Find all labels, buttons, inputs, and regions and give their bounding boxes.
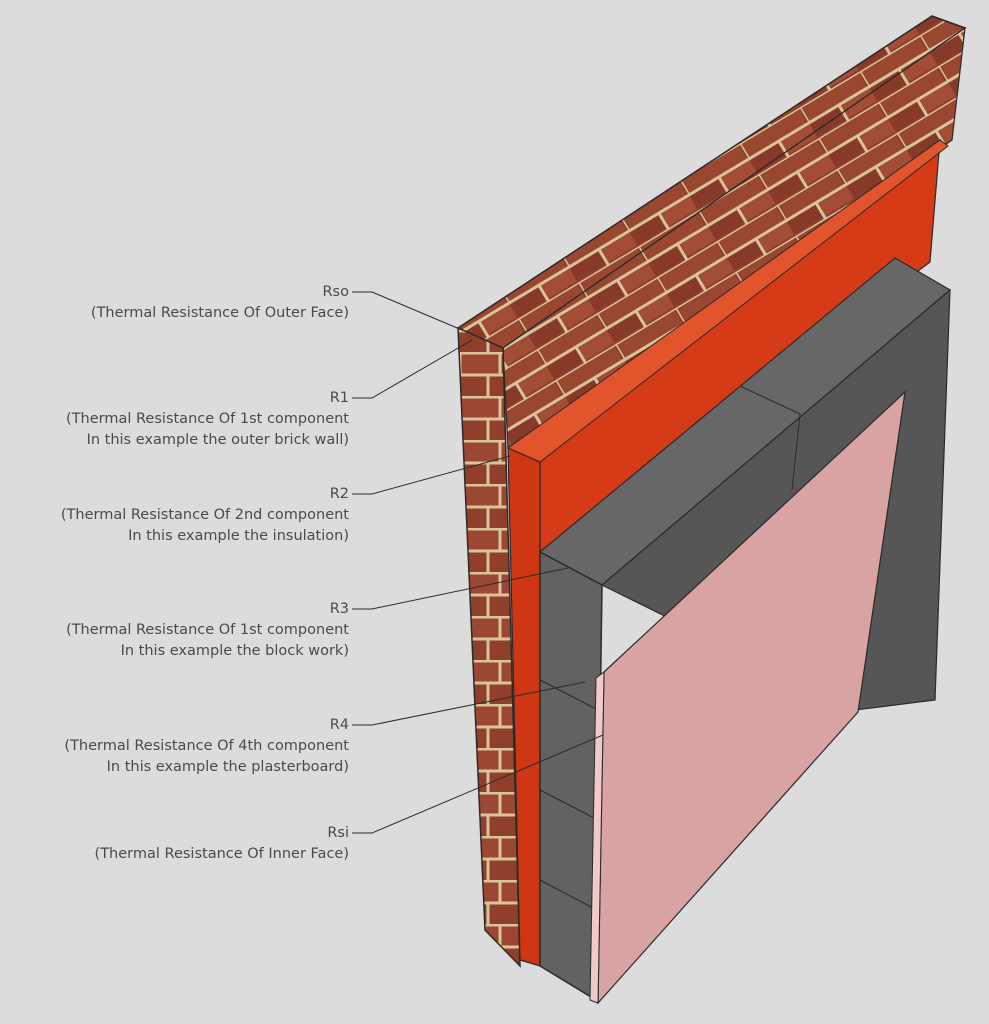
label-r2-line1: (Thermal Resistance Of 2nd component [60,507,349,523]
block-joint-5 [539,879,598,911]
label-r4-title: R4 [329,717,349,733]
leader-lines [352,291,604,834]
brick-wall-back-face [502,26,966,450]
label-rsi-line1: (Thermal Resistance Of Inner Face) [94,846,349,862]
brick-wall-side-face [457,326,521,968]
label-rso-line1: (Thermal Resistance Of Outer Face) [90,305,349,321]
label-r2: R2 (Thermal Resistance Of 2nd component … [61,484,349,547]
label-r1-line2: In this example the outer brick wall) [86,432,349,448]
label-rsi: Rsi (Thermal Resistance Of Inner Face) [95,823,349,865]
label-r3-title: R3 [329,601,349,617]
label-r3-line1: (Thermal Resistance Of 1st component [66,622,349,638]
label-r2-title: R2 [329,486,349,502]
block-joint-2 [791,413,801,491]
leader-r2 [352,455,511,495]
label-r1-line1: (Thermal Resistance Of 1st component [66,411,349,427]
label-r3: R3 (Thermal Resistance Of 1st component … [66,599,349,662]
label-r2-line2: In this example the insulation) [128,528,349,544]
block-joint-3 [539,679,603,713]
leader-r1 [352,339,473,399]
label-rsi-title: Rsi [327,825,349,841]
leader-r3 [352,567,569,610]
block-joint-4 [539,789,599,821]
label-rso-title: Rso [322,284,349,300]
leader-r4 [352,681,586,726]
label-rso: Rso (Thermal Resistance Of Outer Face) [91,282,349,324]
label-r4: R4 (Thermal Resistance Of 4th component … [64,715,349,778]
leader-rso [352,291,463,331]
label-r1: R1 (Thermal Resistance Of 1st component … [66,388,349,451]
label-r3-line2: In this example the block work) [120,643,349,659]
label-r4-line2: In this example the plasterboard) [106,759,349,775]
block-joint-1 [739,385,801,415]
leader-rsi [352,734,604,834]
label-r4-line1: (Thermal Resistance Of 4th component [64,738,349,754]
plasterboard-edge [589,670,605,1004]
label-r1-title: R1 [329,390,349,406]
